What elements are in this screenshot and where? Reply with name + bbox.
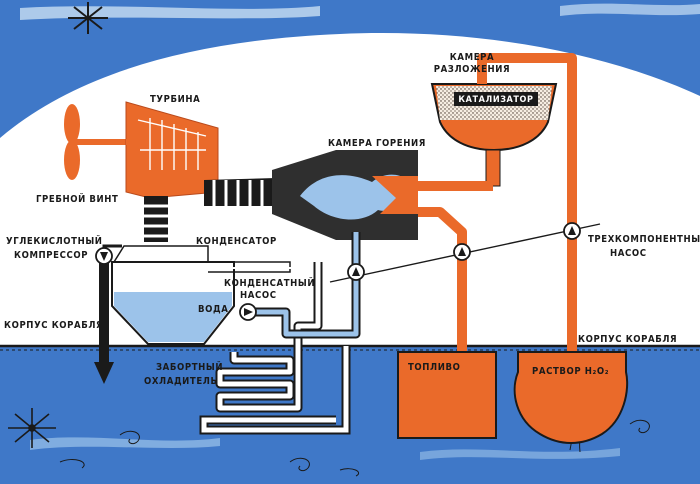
fuel-pipe: [418, 207, 467, 352]
peroxide-tank: [513, 351, 629, 444]
condensate-pump-label-2: НАСОС: [240, 290, 277, 301]
combustion-chamber-label: КАМЕРА ГОРЕНИЯ: [328, 138, 426, 149]
decomposition-chamber-label-2: РАЗЛОЖЕНИЯ: [433, 64, 511, 75]
turbine-exhaust-duct: [144, 196, 168, 242]
decomposition-chamber: [430, 83, 558, 187]
three-component-pump-label-2: НАСОС: [610, 248, 647, 259]
turbine-label: ТУРБИНА: [150, 94, 201, 105]
co2-compressor-label-2: КОМПРЕССОР: [14, 250, 89, 261]
peroxide-tank-label: РАСТВОР H₂O₂: [532, 366, 610, 377]
propeller-icon: [64, 104, 136, 180]
intake-cooler-label-1: ЗАБОРТНЫЙ: [156, 362, 224, 373]
hull-label-right: КОРПУС КОРАБЛЯ: [578, 334, 678, 345]
co2-exhaust: [94, 262, 114, 384]
decomposition-chamber-label-1: КАМЕРА: [449, 52, 495, 63]
snowflake-icon: [68, 2, 108, 34]
fuel-tank-label: ТОПЛИВО: [408, 362, 461, 373]
pump-arrow-icon: [453, 243, 471, 261]
pump-arrow-icon: [563, 222, 581, 240]
water-label: ВОДА: [198, 304, 229, 315]
pump-arrow-icon: [347, 263, 365, 281]
hull-label-left: КОРПУС КОРАБЛЯ: [4, 320, 104, 331]
steam-duct: [204, 178, 276, 206]
catalyst-label: КАТАЛИЗАТОР: [458, 95, 534, 105]
snowflake-icon: [8, 408, 56, 448]
pump-arrow-icon: [95, 247, 113, 265]
intake-cooler-label-2: ОХЛАДИТЕЛЬ: [144, 376, 218, 387]
condenser: [111, 245, 320, 345]
propeller-label: ГРЕБНОЙ ВИНТ: [36, 194, 119, 205]
pump-arrow-icon: [239, 303, 257, 321]
combustion-chamber: [272, 150, 418, 240]
condenser-label: КОНДЕНСАТОР: [196, 236, 277, 247]
condensate-pump-label-1: КОНДЕНСАТНЫЙ: [224, 278, 316, 289]
co2-compressor-label-1: УГЛЕКИСЛОТНЫЙ: [6, 236, 103, 247]
peroxide-pipe: [477, 53, 577, 352]
fuel-tank: [397, 351, 497, 439]
three-component-pump-label-1: ТРЕХКОМПОНЕНТНЫЙ: [588, 234, 700, 245]
turbine: [125, 101, 219, 199]
